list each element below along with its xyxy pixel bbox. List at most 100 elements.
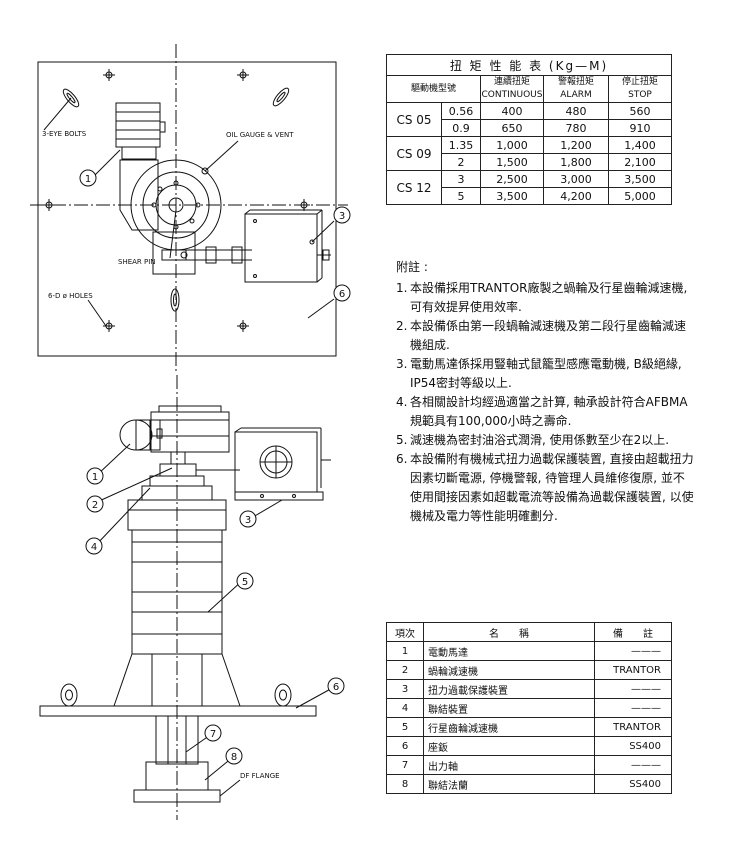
continuous-cell: 1,500 — [480, 153, 544, 171]
stop-cell: 5,000 — [608, 187, 672, 205]
parts-header-no: 項次 — [386, 622, 424, 642]
balloon-8-elev: 8 — [231, 752, 237, 763]
model-cell: CS 12 — [386, 170, 442, 205]
overload-box-plan — [244, 209, 331, 283]
power-cell: 0.9 — [441, 119, 481, 137]
part-name-cell: 座鈑 — [423, 736, 595, 756]
note-item: 5.減速機為密封油浴式潤滑, 使用係數至少在2以上. — [396, 431, 696, 450]
balloon-1-plan: 1 — [85, 174, 91, 185]
notes-title: 附註 : — [396, 260, 428, 274]
part-remark-cell: SS400 — [594, 736, 672, 756]
balloon-4-elev: 4 — [91, 542, 97, 553]
note-number: 6. — [396, 452, 408, 466]
part-name-cell: 行星齒輪減速機 — [423, 717, 595, 737]
header-alarm-en: ALARM — [560, 90, 592, 100]
power-cell: 5 — [441, 187, 481, 205]
part-name-cell: 電動馬達 — [423, 641, 595, 661]
motor-elevation — [119, 419, 163, 451]
parts-header-name: 名 稱 — [423, 622, 595, 642]
label-oil-gauge: OIL GAUGE & VENT — [226, 131, 294, 139]
part-number-cell: 2 — [386, 660, 424, 680]
note-text: 本設備係由第一段蝸輪減速機及第二段行星齒輪減速機組成. — [410, 319, 687, 352]
note-number: 4. — [396, 395, 408, 409]
continuous-cell: 400 — [480, 102, 544, 120]
part-number-cell: 7 — [386, 755, 424, 775]
header-continuous-en: CONTINUOUS — [481, 90, 543, 100]
note-item: 3.電動馬達係採用豎軸式鼠籠型感應電動機, B級絕緣, IP54密封等級以上. — [396, 355, 696, 393]
balloon-1-elev: 1 — [92, 472, 98, 483]
note-number: 2. — [396, 319, 408, 333]
stop-cell: 3,500 — [608, 170, 672, 188]
part-name-cell: 聯結法蘭 — [423, 774, 595, 794]
stop-cell: 910 — [608, 119, 672, 137]
header-alarm: 警報扭矩 ALARM — [543, 75, 609, 103]
model-cell: CS 09 — [386, 136, 442, 171]
note-text: 減速機為密封油浴式潤滑, 使用係數至少在2以上. — [410, 433, 670, 447]
note-item: 2.本設備係由第一段蝸輪減速機及第二段行星齒輪減速機組成. — [396, 317, 696, 355]
coupling-elevation — [159, 451, 240, 477]
note-number: 3. — [396, 357, 408, 371]
part-remark-cell: ——— — [594, 755, 672, 775]
balloon-3-plan: 3 — [339, 211, 345, 222]
eye-bolt-right — [272, 87, 290, 107]
note-text: 各相關設計均經過適當之計算, 軸承設計符合AFBMA規範具有100,000小時之… — [410, 395, 688, 428]
torque-table: 扭 矩 性 能 表 (Kg—M) 驅動機型號 連續扭矩 CONTINUOUS 警… — [386, 54, 672, 205]
label-df-flange: DF FLANGE — [240, 772, 280, 780]
base-plate-elevation — [39, 683, 317, 717]
stop-cell: 2,100 — [608, 153, 672, 171]
alarm-cell: 4,200 — [543, 187, 609, 205]
base-plate-plan — [37, 61, 337, 357]
part-number-cell: 3 — [386, 679, 424, 699]
balloon-7-elev: 7 — [210, 729, 216, 740]
part-name-cell: 出力軸 — [423, 755, 595, 775]
note-item: 6.本設備附有機械式扭力過載保護裝置, 直接由超載扭力因素切斷電源, 停機警報,… — [396, 450, 696, 526]
balloon-2-elev: 2 — [92, 500, 98, 511]
worm-gearbox-elevation — [150, 405, 230, 453]
alarm-cell: 480 — [543, 102, 609, 120]
power-cell: 2 — [441, 153, 481, 171]
note-text: 電動馬達係採用豎軸式鼠籠型感應電動機, B級絕緣, IP54密封等級以上. — [410, 357, 682, 390]
balloon-3-elev: 3 — [245, 515, 251, 526]
header-continuous-zh: 連續扭矩 — [493, 77, 530, 87]
alarm-cell: 1,200 — [543, 136, 609, 154]
stop-cell: 560 — [608, 102, 672, 120]
part-number-cell: 6 — [386, 736, 424, 756]
motor-plan — [115, 102, 166, 160]
note-item: 1.本設備採用TRANTOR廠製之蝸輪及行星齒輪減速機, 可有效提昇使用效率. — [396, 279, 696, 317]
part-remark-cell: TRANTOR — [594, 660, 672, 680]
note-item: 4.各相關設計均經過適當之計算, 軸承設計符合AFBMA規範具有100,000小… — [396, 393, 696, 431]
parts-header-remark: 備 註 — [594, 622, 672, 642]
part-remark-cell: ——— — [594, 698, 672, 718]
alarm-cell: 780 — [543, 119, 609, 137]
part-name-cell: 聯結裝置 — [423, 698, 595, 718]
leader-lines-plan — [43, 97, 335, 327]
continuous-cell: 650 — [480, 119, 544, 137]
gear-flange-plan — [130, 159, 222, 251]
continuous-cell: 1,000 — [480, 136, 544, 154]
worm-gear-body-plan — [119, 159, 159, 231]
part-name-cell: 蝸輪減速機 — [423, 660, 595, 680]
part-remark-cell: ——— — [594, 679, 672, 699]
output-shaft-elevation — [155, 715, 199, 765]
model-cell: CS 05 — [386, 102, 442, 137]
shear-pin-assembly-plan — [152, 231, 252, 275]
power-cell: 1.35 — [441, 136, 481, 154]
part-number-cell: 5 — [386, 717, 424, 737]
balloon-6-elev: 6 — [333, 682, 339, 693]
power-cell: 0.56 — [441, 102, 481, 120]
note-number: 1. — [396, 281, 408, 295]
header-stop-en: STOP — [628, 90, 652, 100]
power-cell: 3 — [441, 170, 481, 188]
overload-box-elevation — [234, 427, 331, 501]
part-number-cell: 4 — [386, 698, 424, 718]
header-continuous: 連續扭矩 CONTINUOUS — [480, 75, 544, 103]
mounting-holes — [43, 69, 310, 332]
